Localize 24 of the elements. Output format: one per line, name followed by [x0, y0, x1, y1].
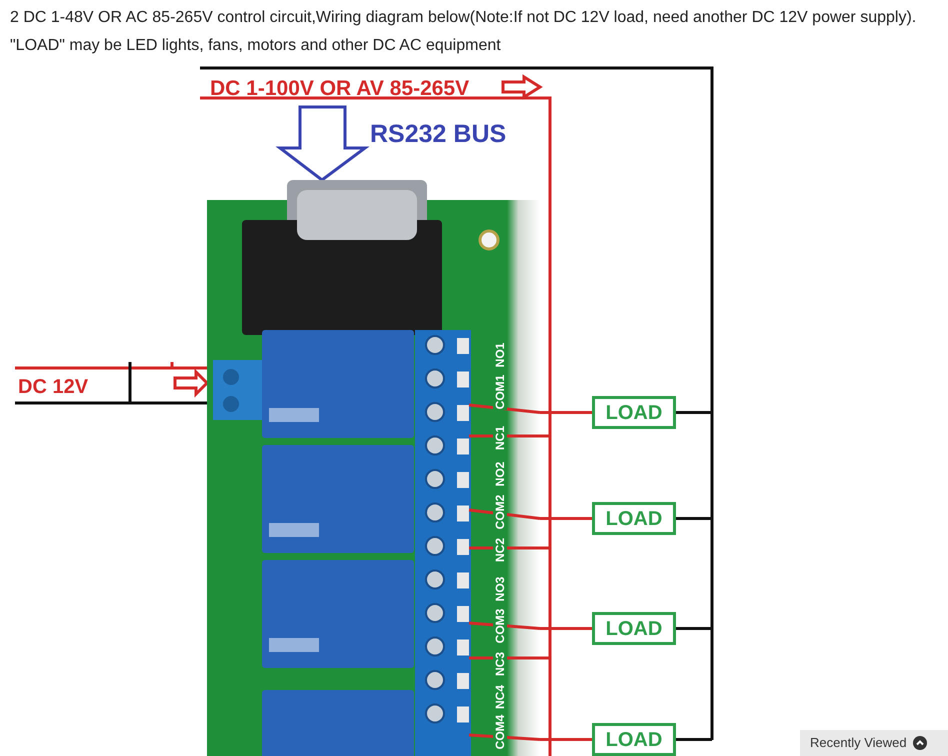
terminal-label: COM3 [493, 608, 507, 644]
voltage-label: DC 12V [18, 375, 88, 400]
bus-label: RS232 BUS [370, 119, 506, 150]
wire [540, 738, 592, 741]
load-box: LOAD [592, 396, 676, 429]
wire [540, 627, 592, 630]
wire [676, 517, 712, 520]
load-box: LOAD [592, 612, 676, 645]
load-box: LOAD [592, 502, 676, 535]
wire [676, 627, 712, 630]
arrow [276, 106, 370, 182]
arrow [174, 368, 210, 398]
wire [676, 738, 712, 741]
voltage-label: DC 1-100V OR AV 85-265V [210, 76, 470, 102]
wire [540, 411, 592, 414]
load-box: LOAD [592, 723, 676, 756]
terminal-label: COM4 [493, 714, 507, 750]
recently-viewed-button: Recently Viewed [800, 730, 948, 756]
terminal-label: COM1 [493, 374, 507, 410]
wire [676, 411, 712, 414]
description-text: 2 DC 1-48V OR AC 85-265V control circuit,Wiring diagram below(Note:If not DC 12V load, need another DC 12V power supply). "LOAD" may be LED lights, fans, motors and other DC AC equipment [10, 8, 918, 56]
wire [540, 517, 592, 520]
relay-board-drawing [207, 180, 540, 756]
terminal-label: COM2 [493, 494, 507, 530]
